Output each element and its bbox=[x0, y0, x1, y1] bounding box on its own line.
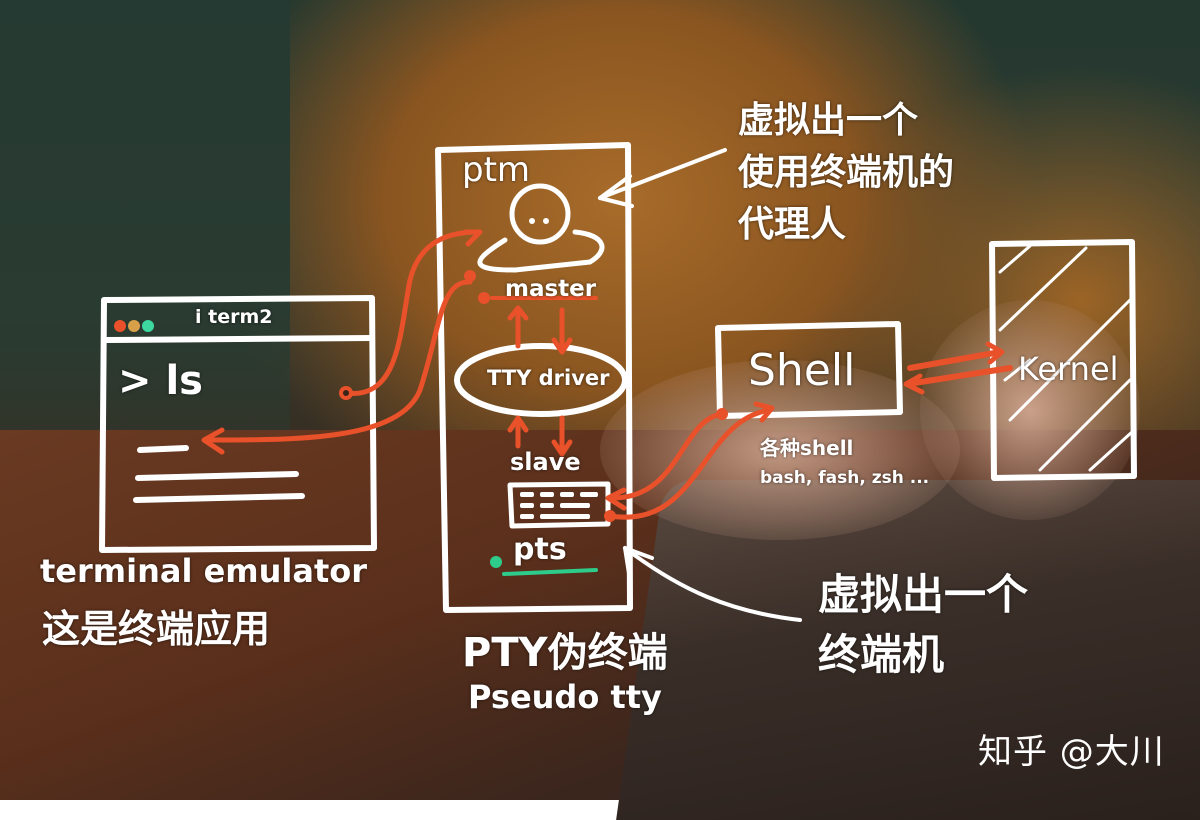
shell-label: Shell bbox=[748, 345, 856, 396]
pty-en-label: Pseudo tty bbox=[468, 678, 662, 716]
terminal-emulator-cn-label: 这是终端应用 bbox=[42, 607, 271, 651]
keyboard-icon bbox=[507, 481, 611, 529]
shell-box bbox=[715, 321, 903, 419]
ptm-annotation: 虚拟出一个 使用终端机的 代理人 bbox=[738, 100, 955, 245]
shell-variants-list: bash, fash, zsh ... bbox=[760, 468, 930, 488]
terminal-prompt: > ls bbox=[118, 358, 203, 404]
pts-label: pts bbox=[513, 532, 567, 567]
output-line-3 bbox=[133, 493, 305, 503]
agent-face-icon bbox=[509, 183, 571, 245]
iterm-window-title: i term2 bbox=[195, 306, 273, 328]
pty-box bbox=[435, 142, 633, 613]
minimize-dot-icon bbox=[128, 320, 140, 332]
kernel-to-shell-arrow bbox=[905, 365, 1013, 387]
iterm-to-ptm-arrow bbox=[343, 229, 481, 396]
shell-to-slave-arrow bbox=[607, 411, 725, 501]
iterm-window-frame bbox=[99, 295, 377, 553]
master-to-driver-arrow bbox=[551, 307, 573, 355]
tty-driver-label: TTY driver bbox=[487, 366, 610, 390]
pts-note-arrow bbox=[623, 546, 802, 622]
close-dot-icon bbox=[114, 320, 126, 332]
driver-to-slave-arrow bbox=[551, 415, 573, 457]
master-dot-icon bbox=[478, 292, 490, 304]
ptm-note-arrow bbox=[598, 148, 727, 200]
shell-to-kernel-arrow bbox=[907, 349, 1003, 371]
slave-label: slave bbox=[510, 448, 581, 476]
shell-port-icon bbox=[716, 408, 728, 420]
pts-dot-icon bbox=[490, 556, 502, 568]
slave-to-driver-arrow bbox=[507, 415, 529, 449]
slave-to-shell-arrow bbox=[607, 407, 773, 520]
pty-cn-label: PTY伪终端 bbox=[462, 630, 668, 676]
diagram-drawing bbox=[99, 142, 1137, 622]
output-line-1 bbox=[137, 445, 189, 453]
iterm-titlebar-divider bbox=[101, 335, 375, 343]
maximize-dot-icon bbox=[142, 320, 154, 332]
output-line-2 bbox=[135, 471, 299, 481]
pts-annotation: 虚拟出一个 终端机 bbox=[818, 570, 1029, 679]
terminal-emulator-label: terminal emulator bbox=[40, 552, 368, 590]
ptm-port-icon bbox=[464, 270, 476, 282]
watermark: 知乎 @大川 bbox=[978, 732, 1165, 772]
ptm-label: ptm bbox=[462, 150, 531, 190]
driver-to-master-arrow bbox=[507, 305, 529, 349]
shell-variants-note: 各种shell bbox=[760, 436, 854, 460]
kernel-label: Kernel bbox=[1018, 350, 1119, 388]
ptm-to-iterm-arrow bbox=[207, 279, 473, 443]
hands-background-right bbox=[920, 300, 1140, 520]
pts-underline bbox=[502, 568, 598, 576]
tty-driver-ellipse bbox=[454, 343, 628, 417]
slave-port-icon bbox=[604, 510, 616, 522]
kernel-box bbox=[989, 239, 1137, 481]
master-label: master bbox=[505, 276, 597, 302]
agent-arms-icon bbox=[477, 229, 605, 273]
